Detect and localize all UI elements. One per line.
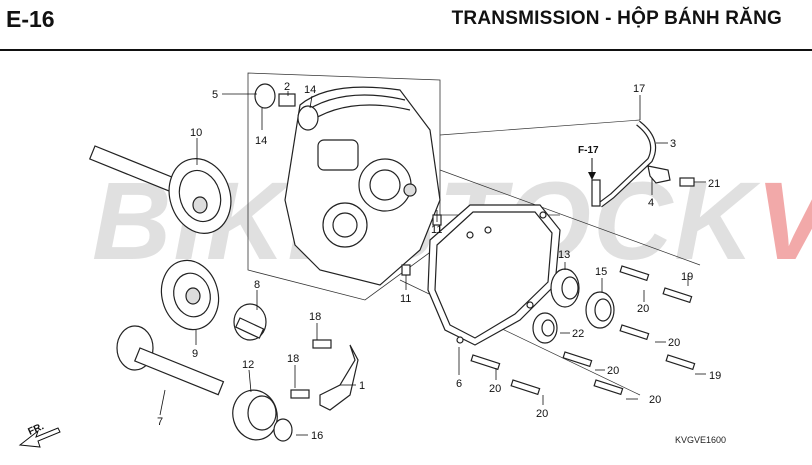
page-title: TRANSMISSION - HỘP BÁNH RĂNG — [451, 8, 782, 29]
callout-21: 21 — [708, 178, 720, 190]
bearing-22 — [532, 312, 558, 344]
callout-9: 9 — [192, 348, 198, 360]
top-bearings — [254, 83, 319, 131]
cross-reference: F-17 — [578, 145, 599, 180]
watermark-accent: VN — [756, 160, 812, 283]
section-code: E-16 — [6, 6, 55, 32]
callout-20-f: 20 — [536, 408, 548, 420]
callout-11-b: 11 — [400, 293, 411, 305]
callout-12: 12 — [242, 359, 254, 371]
front-arrow-icon — [18, 427, 61, 448]
bearing-12 — [232, 389, 278, 441]
countershaft-gear — [160, 259, 220, 331]
cross-ref-label: F-17 — [578, 145, 599, 156]
bolt-18-b — [290, 389, 310, 399]
callout-leaders — [159, 91, 706, 436]
bolt-18-a — [312, 339, 332, 349]
callout-2: 2 — [284, 81, 290, 93]
callout-10: 10 — [190, 127, 202, 139]
cover-gasket — [427, 204, 561, 346]
callout-13: 13 — [558, 249, 570, 261]
circlip-16 — [273, 418, 293, 442]
bearing-13 — [550, 268, 580, 308]
callout-1: 1 — [359, 380, 365, 392]
drive-shaft — [88, 145, 232, 234]
callout-18-a: 18 — [309, 311, 321, 323]
callout-14-b: 14 — [255, 135, 267, 147]
callout-19-a: 19 — [681, 271, 693, 283]
cover-bolts — [470, 265, 696, 396]
breather-tube — [591, 120, 656, 208]
tube-clamp — [647, 165, 671, 184]
oil-seal-15 — [585, 291, 615, 329]
callout-7: 7 — [157, 416, 163, 428]
callout-20-c: 20 — [607, 365, 619, 377]
callout-15: 15 — [595, 266, 607, 278]
callout-20-a: 20 — [637, 303, 649, 315]
idle-gear — [233, 303, 267, 341]
callout-8: 8 — [254, 279, 260, 291]
diagram-code: KVGVE1600 — [674, 435, 726, 445]
callout-20-d: 20 — [649, 394, 661, 406]
bolt-21 — [679, 177, 695, 187]
callout-17: 17 — [633, 83, 645, 95]
final-shaft — [116, 325, 225, 396]
callout-18-b: 18 — [287, 353, 299, 365]
dowel-pin-b — [401, 264, 411, 276]
callout-22: 22 — [572, 328, 584, 340]
callout-20-b: 20 — [668, 337, 680, 349]
callout-16: 16 — [311, 430, 323, 442]
callout-6: 6 — [456, 378, 462, 390]
stopper-plate — [319, 344, 359, 411]
callout-14-a: 14 — [304, 84, 316, 96]
callout-19-b: 19 — [709, 370, 721, 382]
callout-3: 3 — [670, 138, 676, 150]
callout-20-e: 20 — [489, 383, 501, 395]
callout-4: 4 — [648, 197, 654, 209]
callout-5: 5 — [212, 89, 218, 101]
header-divider — [0, 49, 812, 51]
callout-11-a: 11 — [431, 224, 442, 236]
